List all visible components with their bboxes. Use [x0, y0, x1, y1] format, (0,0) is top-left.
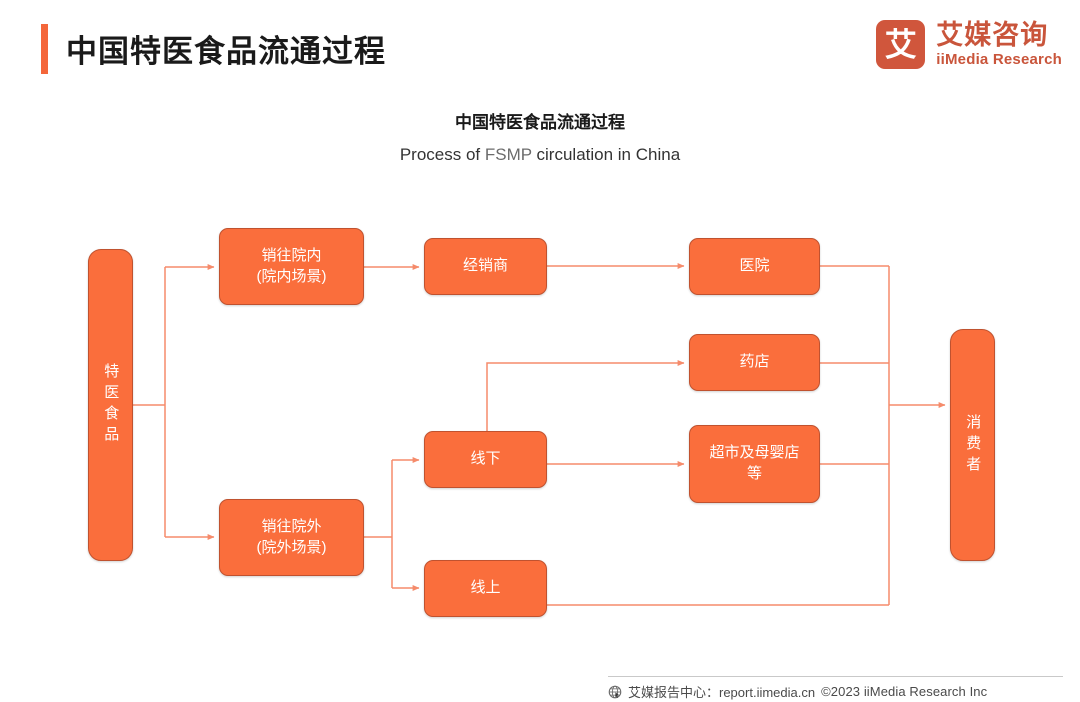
- node-online-label: 线上: [470, 579, 501, 597]
- node-hospital-label: 医院: [739, 257, 770, 275]
- node-offline-label: 线下: [470, 450, 501, 468]
- chart-subtitle-suffix: circulation in China: [531, 145, 681, 164]
- brand-mark-glyph: 艾: [884, 25, 917, 62]
- node-pharmacy[interactable]: 药店: [689, 334, 820, 391]
- node-dealer-label: 经销商: [462, 257, 508, 275]
- node-in-hospital[interactable]: 销往院内 (院内场景): [219, 228, 364, 305]
- flow-diagram: 特医食品 销往院内 (院内场景) 经销商 医院 药店 线下 超市及母婴店 等 销…: [88, 228, 995, 617]
- brand-mark-icon: 艾: [876, 20, 926, 69]
- node-consumer[interactable]: 消费者: [950, 329, 995, 561]
- chart-subtitle-prefix: Process of: [399, 145, 485, 164]
- node-supermarket[interactable]: 超市及母婴店 等: [689, 425, 820, 503]
- chart-subtitle-term: FSMP: [484, 145, 532, 164]
- footer-source: 艾媒报告中心：report.iimedia.cn: [628, 685, 816, 700]
- footer-copyright: ©2023 iiMedia Research Inc: [821, 684, 988, 699]
- chart-subtitle: Process of FSMP circulation in China: [0, 145, 1080, 165]
- globe-icon: [608, 685, 622, 699]
- brand-name-en: iiMedia Research: [936, 50, 1062, 68]
- page-title: 中国特医食品流通过程: [66, 34, 386, 69]
- node-offline[interactable]: 线下: [424, 431, 547, 488]
- node-out-hospital-label: 销往院外 (院外场景): [256, 517, 327, 556]
- title-accent-bar: [41, 24, 48, 74]
- node-online[interactable]: 线上: [424, 560, 547, 617]
- node-source[interactable]: 特医食品: [88, 249, 133, 561]
- diagram-connectors: [133, 263, 946, 606]
- page-footer: 艾媒报告中心：report.iimedia.cn ©2023 iiMedia R…: [608, 681, 1068, 702]
- node-out-hospital[interactable]: 销往院外 (院外场景): [219, 499, 364, 576]
- brand-logo: 艾 艾媒咨询 iiMedia Research: [876, 20, 1062, 69]
- node-supermarket-label: 超市及母婴店 等: [709, 444, 800, 482]
- node-source-label: 特医食品: [102, 363, 120, 447]
- chart-title: 中国特医食品流通过程: [455, 113, 625, 132]
- node-pharmacy-label: 药店: [739, 353, 770, 371]
- brand-text: 艾媒咨询 iiMedia Research: [936, 21, 1062, 67]
- brand-name-cn: 艾媒咨询: [936, 20, 1049, 51]
- node-dealer[interactable]: 经销商: [424, 238, 547, 295]
- page-header: 中国特医食品流通过程 艾 艾媒咨询 iiMedia Research: [0, 0, 1080, 92]
- footer-divider: [608, 676, 1063, 677]
- edge-offline-to-pharmacy: [486, 360, 685, 431]
- node-consumer-label: 消费者: [964, 413, 982, 477]
- node-hospital[interactable]: 医院: [689, 238, 820, 295]
- node-in-hospital-label: 销往院内 (院内场景): [256, 246, 327, 285]
